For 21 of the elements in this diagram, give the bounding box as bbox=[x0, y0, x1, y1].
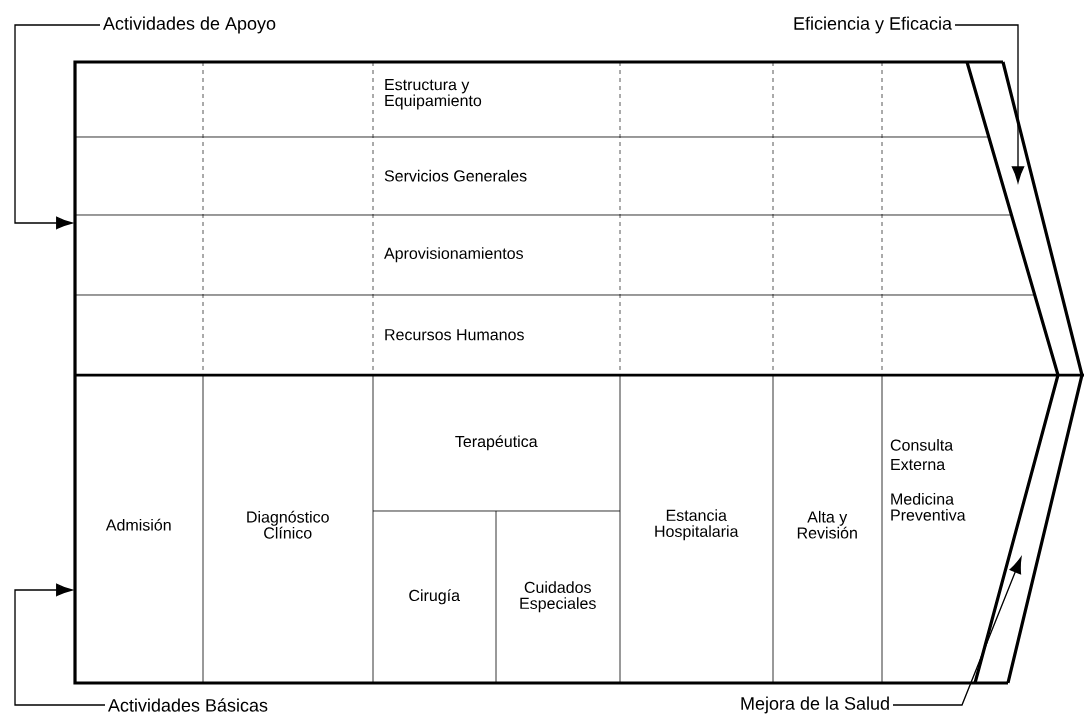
arrow bbox=[14, 24, 101, 230]
activity-row: Servicios Generales bbox=[384, 169, 527, 182]
activity-cell: Alta y Revisión bbox=[797, 510, 857, 539]
activity-row: Estructura y Equipamiento bbox=[385, 79, 482, 110]
activity-cell: Admisión bbox=[105, 518, 171, 531]
section-label: Eficiencia y Eficacia bbox=[794, 16, 953, 34]
chevron-frame bbox=[73, 60, 1084, 685]
activity-row: Recursos Humanos bbox=[385, 329, 524, 341]
activity-cell: Estancia Hospitalaria bbox=[655, 509, 739, 541]
section-label: Actividades Básicas bbox=[108, 698, 268, 712]
arrow bbox=[14, 583, 106, 706]
section-label: Actividades de Apoyo bbox=[103, 16, 276, 34]
activity-cell: Diagnóstico Clínico bbox=[247, 510, 329, 539]
activity-row: Aprovisionamientos bbox=[384, 247, 524, 263]
activity-cell: Consulta Externa Medicina Preventiva bbox=[890, 439, 966, 521]
activity-cell: Cirugía bbox=[409, 589, 460, 605]
arrow bbox=[892, 557, 1022, 706]
activity-cell: Terapéutica bbox=[455, 435, 538, 451]
section-label: Mejora de la Salud bbox=[741, 696, 889, 714]
arrow bbox=[954, 24, 1025, 183]
activity-cell: Cuidados Especiales bbox=[520, 581, 596, 613]
